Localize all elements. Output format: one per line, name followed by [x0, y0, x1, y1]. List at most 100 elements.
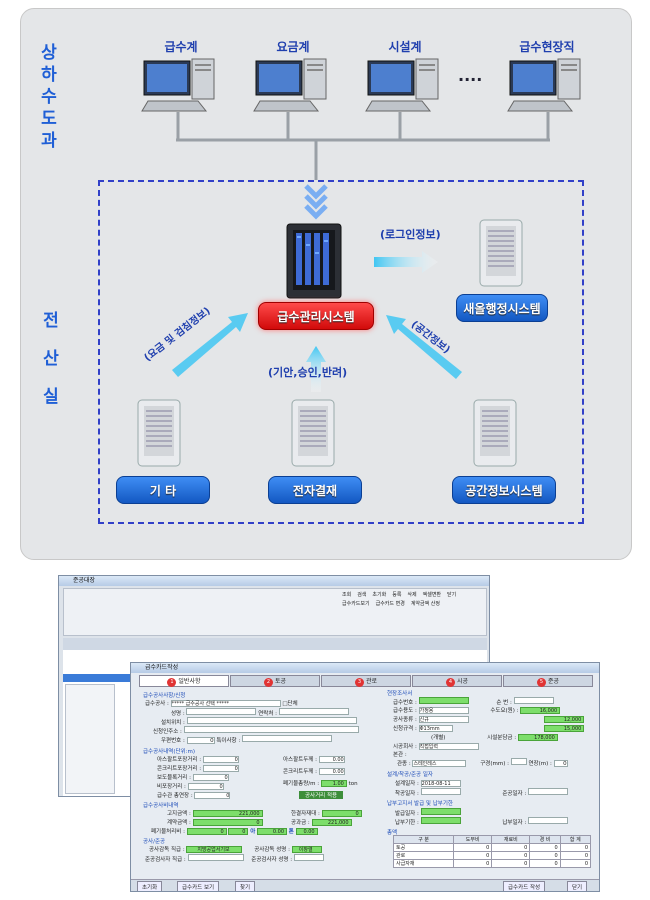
supervisor-name-field[interactable]: 이창렬: [291, 846, 322, 853]
pipe-row-value[interactable]: 0: [202, 765, 239, 772]
applicant-address-input[interactable]: [183, 726, 359, 733]
ledger-menu-item[interactable]: 조회: [342, 592, 352, 598]
finish-date-field[interactable]: [527, 788, 568, 795]
ledger-menu-item[interactable]: 엑셀변환: [422, 592, 442, 598]
pipe-row-label: 콘크리트포장거리 :: [157, 766, 202, 772]
lbl-contact: 연락처 :: [258, 711, 278, 717]
terminal-2: 요금계: [252, 38, 334, 121]
branch-select[interactable]: 스테인레스: [412, 760, 467, 767]
work-type-select[interactable]: 신규: [418, 716, 469, 723]
write-card-button[interactable]: 급수카드 작성: [503, 881, 546, 891]
pipe-row-value[interactable]: 0: [202, 756, 239, 763]
pipe-right-value[interactable]: 0.00: [318, 756, 345, 763]
pipe-row-label: 보도블록거리 :: [157, 775, 191, 781]
section-contractor: 공사/준공: [143, 839, 166, 845]
issue-date-field[interactable]: [420, 808, 461, 815]
tab-number: 5: [537, 678, 547, 687]
special-input[interactable]: [241, 735, 332, 742]
lbl-diameter: 구경(mm) :: [480, 761, 509, 767]
lbl-name: 성명 :: [171, 711, 185, 717]
design-date-field[interactable]: 2018-08-11: [420, 780, 461, 787]
ledger-menu-item[interactable]: 삭제: [407, 592, 417, 598]
install-location-input[interactable]: [186, 717, 357, 724]
waste-qty-field[interactable]: 0: [228, 828, 249, 835]
server-rack-icon: [286, 223, 342, 299]
tab-3[interactable]: 3 관로: [321, 675, 411, 687]
finish-rank-field[interactable]: [187, 854, 244, 861]
pipe-row-label: 아스팔트포장거리 :: [157, 757, 202, 763]
extension-field[interactable]: 0: [553, 760, 568, 767]
contact-input[interactable]: [278, 708, 349, 715]
cost-right-label: 한결자재대 :: [291, 811, 320, 817]
contractor-co-select[interactable]: 직접입력: [418, 743, 479, 750]
lbl-usage: 급수용도 :: [393, 708, 417, 714]
tab-5[interactable]: 5 준공: [503, 675, 593, 687]
pipe-right-value[interactable]: 0.00: [318, 768, 345, 775]
cost-value[interactable]: 221,000: [192, 810, 263, 817]
supply-work-select[interactable]: ***** 급수공사 선택 *****: [170, 700, 281, 707]
total-cell: 0: [491, 859, 531, 868]
ledger-menu-item[interactable]: 초기화: [372, 592, 387, 598]
diameter-field[interactable]: [510, 758, 527, 765]
zip-input[interactable]: 0: [186, 737, 215, 744]
total-cell: 토공: [392, 843, 455, 852]
ledger-menu-item[interactable]: 검색: [357, 592, 367, 598]
total-cell: 0: [453, 843, 493, 852]
pipe-row-value[interactable]: 0: [194, 792, 231, 799]
side-label-water-dept: 상하수도과: [41, 43, 57, 151]
single-checkbox[interactable]: □: [282, 701, 288, 707]
finish-name-field[interactable]: [293, 854, 324, 861]
cost-right-value[interactable]: 221,000: [311, 819, 352, 826]
tab-label: 관로: [365, 678, 377, 685]
total-header: 재료비: [491, 835, 531, 844]
pipe-row-value[interactable]: 0: [187, 783, 224, 790]
server-tower-icon: [288, 398, 338, 472]
waste-cost-field[interactable]: 0: [186, 828, 227, 835]
close-button[interactable]: 닫기: [567, 881, 588, 891]
total-cell: 0: [453, 859, 493, 868]
pipe-row: 콘크리트포장거리 : 0: [157, 764, 239, 772]
due-date-field[interactable]: [420, 817, 461, 824]
cost-right-value[interactable]: 0: [321, 810, 362, 817]
tab-1[interactable]: 1 일반사항: [139, 675, 229, 687]
usage-select[interactable]: 가정용: [418, 707, 469, 714]
lbl-supply-no: 급수번호 :: [393, 700, 417, 706]
caliber-select[interactable]: Φ13mm: [418, 725, 453, 732]
reset-button[interactable]: 초기화: [137, 881, 163, 891]
ledger-menu-item[interactable]: 급수카드 변경: [375, 601, 405, 607]
waste-ton-field[interactable]: 0.00: [257, 828, 288, 835]
contractor-rank-field[interactable]: 지방공업서기보: [186, 846, 243, 853]
ledger-menu-item[interactable]: 계약금액 산정: [410, 601, 441, 607]
fee-field-2[interactable]: 12,000: [544, 716, 585, 723]
start-date-field[interactable]: [420, 788, 461, 795]
search-button[interactable]: 찾기: [235, 881, 256, 891]
pipe-right-value[interactable]: 1.00: [320, 780, 347, 787]
total-cell: 0: [559, 859, 592, 868]
cost-value[interactable]: 0: [192, 819, 263, 826]
tab-4[interactable]: 4 시공: [412, 675, 502, 687]
terminal-3: 시설계: [364, 38, 446, 121]
spatial-info-system-box: 공간정보시스템: [452, 476, 556, 504]
view-card-button[interactable]: 급수카드 보기: [177, 881, 220, 891]
pipe-right-label: 콘크리트두께 :: [283, 769, 317, 775]
facility-field[interactable]: 178,000: [517, 734, 558, 741]
paid-date-field[interactable]: [527, 817, 568, 824]
apply-distance-button[interactable]: 공사거리 적용: [299, 791, 344, 799]
pipe-right-label: 폐기물총량/m :: [283, 781, 320, 787]
supply-no-field[interactable]: [418, 697, 469, 704]
ledger-menu-item[interactable]: 급수카드보기: [342, 601, 370, 607]
name-input[interactable]: [186, 708, 257, 715]
pipe-row-value[interactable]: 0: [192, 774, 229, 781]
ledger-menu-item[interactable]: 닫기: [447, 592, 457, 598]
waste-total-field[interactable]: 0.00: [295, 828, 318, 835]
tab-label: 시공: [456, 678, 468, 685]
seq-field[interactable]: [513, 697, 554, 704]
fee-field-3[interactable]: 15,000: [544, 725, 585, 732]
meter-field[interactable]: 16,000: [520, 707, 561, 714]
lbl-zip: 우편번호 :: [161, 738, 185, 744]
section-pipe-details: 급수공사내역(단위:m): [143, 749, 195, 755]
ledger-menu-item[interactable]: 등록: [392, 592, 402, 598]
tab-2[interactable]: 2 토공: [230, 675, 320, 687]
terminal-label: 급수계: [164, 40, 198, 54]
